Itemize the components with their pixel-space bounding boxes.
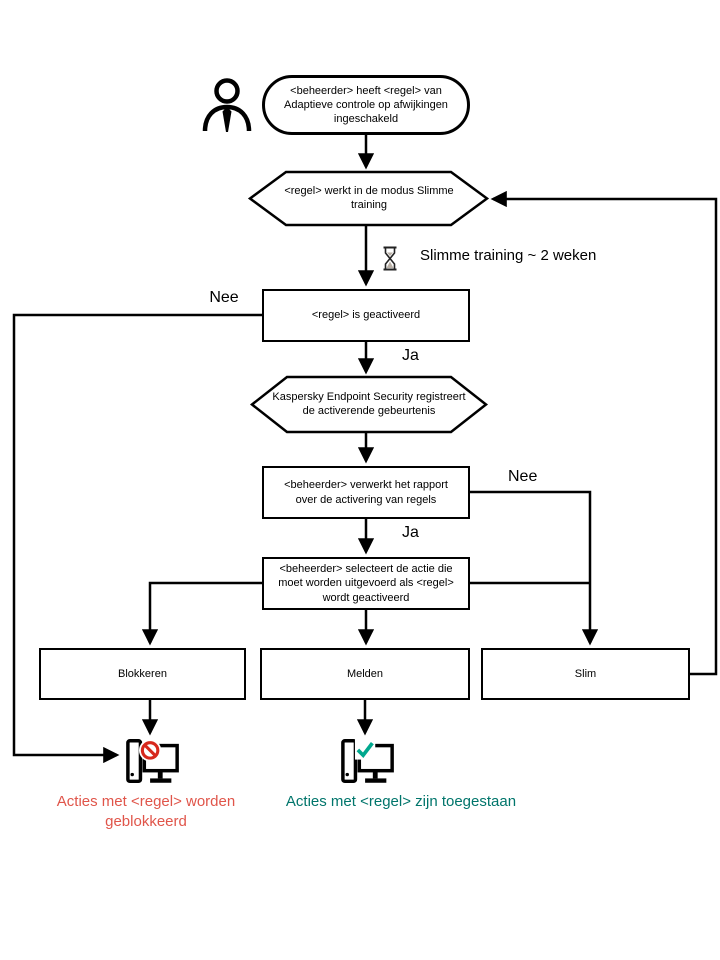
training-duration-label: Slimme training ~ 2 weken: [420, 247, 597, 264]
edge-label-ja-bottom: Ja: [402, 524, 419, 541]
edge-label-nee-left: Nee: [209, 289, 239, 306]
hourglass-icon: [382, 246, 398, 271]
computer-blocked-icon: [125, 737, 181, 787]
training-mode-node: [247, 170, 490, 227]
person-icon: [201, 77, 253, 137]
processes-report-node: <beheerder> verwerkt het rapport over de…: [262, 466, 470, 519]
action-smart-node: Slim: [481, 648, 690, 700]
start-node: <beheerder> heeft <regel> van Adaptieve …: [262, 75, 470, 135]
edge-label-nee-right: Nee: [508, 468, 538, 485]
edge-label-ja-top: Ja: [402, 347, 419, 364]
connector-triggered-nee-to-blocked: [12, 313, 262, 764]
selects-action-node: <beheerder> selecteert de actie die moet…: [262, 557, 470, 610]
connector-report-nee-to-smart: [470, 490, 599, 646]
outcome-allowed-label: Acties met <regel> zijn toegestaan: [285, 793, 517, 810]
action-block-node: Blokkeren: [39, 648, 246, 700]
outcome-blocked-label: Acties met <regel> worden geblokkeerd: [56, 793, 236, 830]
connector-select-to-block: [141, 581, 262, 646]
rule-triggered-node: <regel> is geactiveerd: [262, 289, 470, 342]
action-notify-node: Melden: [260, 648, 470, 700]
computer-allowed-icon: [340, 737, 396, 787]
training-mode-node-label: <regel> werkt in de modus Slimme trainin…: [284, 184, 454, 211]
registers-event-node-label: Kaspersky Endpoint Security registreert …: [272, 390, 466, 417]
connector-smart-loop-to-mode: [490, 190, 718, 676]
registers-event-node: [249, 375, 489, 434]
